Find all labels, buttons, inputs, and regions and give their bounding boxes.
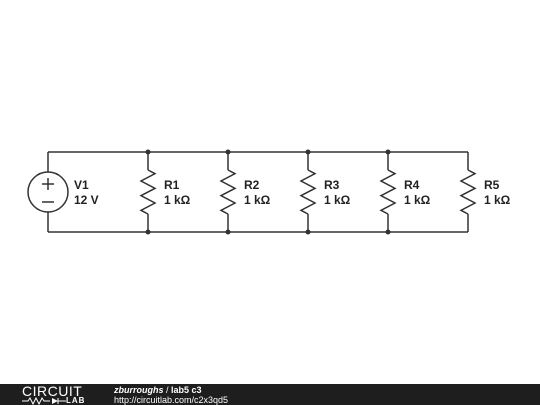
resistor-value-label: 1 kΩ [324, 193, 351, 207]
resistor-r3[interactable]: R31 kΩ [299, 149, 351, 235]
resistor-name-label: R1 [164, 178, 180, 192]
resistor-zigzag [459, 169, 477, 215]
resistor-r1[interactable]: R11 kΩ [139, 149, 191, 235]
junction-dot-top [305, 149, 311, 155]
junction-dot-bottom [225, 229, 231, 235]
junction-dot-top [385, 149, 391, 155]
circuitlab-logo[interactable]: CIRCUIT LAB [22, 384, 100, 405]
resistor-zigzag [219, 169, 237, 215]
resistor-zigzag [299, 169, 317, 215]
resistor-zigzag [379, 169, 397, 215]
resistor-name-label: R5 [484, 178, 500, 192]
junction-dot-bottom [145, 229, 151, 235]
resistor-name-label: R3 [324, 178, 340, 192]
resistor-r4[interactable]: R41 kΩ [379, 149, 431, 235]
junction-dot-bottom [385, 229, 391, 235]
resistor-r2[interactable]: R21 kΩ [219, 149, 271, 235]
source-value-label: 12 V [74, 193, 99, 207]
resistor-name-label: R2 [244, 178, 260, 192]
logo-text-lab: LAB [66, 396, 86, 405]
meta-separator: / [163, 385, 172, 395]
resistor-name-label: R4 [404, 178, 420, 192]
circuit-meta: zburroughs / lab5 c3 http://circuitlab.c… [114, 385, 228, 405]
resistor-value-label: 1 kΩ [164, 193, 191, 207]
junction-dot-bottom [305, 229, 311, 235]
logo-resistor-icon [22, 397, 66, 405]
circuit-url-link[interactable]: http://circuitlab.com/c2x3qd5 [114, 395, 229, 405]
resistor-r5[interactable]: R51 kΩ [459, 152, 511, 232]
resistor-value-label: 1 kΩ [244, 193, 271, 207]
voltage-source-v1[interactable]: V1 12 V [27, 152, 99, 232]
junction-dot-top [225, 149, 231, 155]
logo-text-circuit: CIRCUIT [22, 383, 83, 399]
circuit-title: lab5 c3 [171, 385, 202, 395]
author-link[interactable]: zburroughs [114, 385, 164, 395]
resistor-value-label: 1 kΩ [404, 193, 431, 207]
resistor-value-label: 1 kΩ [484, 193, 511, 207]
source-name-label: V1 [74, 178, 89, 192]
junction-dot-top [145, 149, 151, 155]
footer-bar: CIRCUIT LAB zburroughs / lab5 c3 http://… [0, 384, 540, 405]
resistor-zigzag [139, 169, 157, 215]
